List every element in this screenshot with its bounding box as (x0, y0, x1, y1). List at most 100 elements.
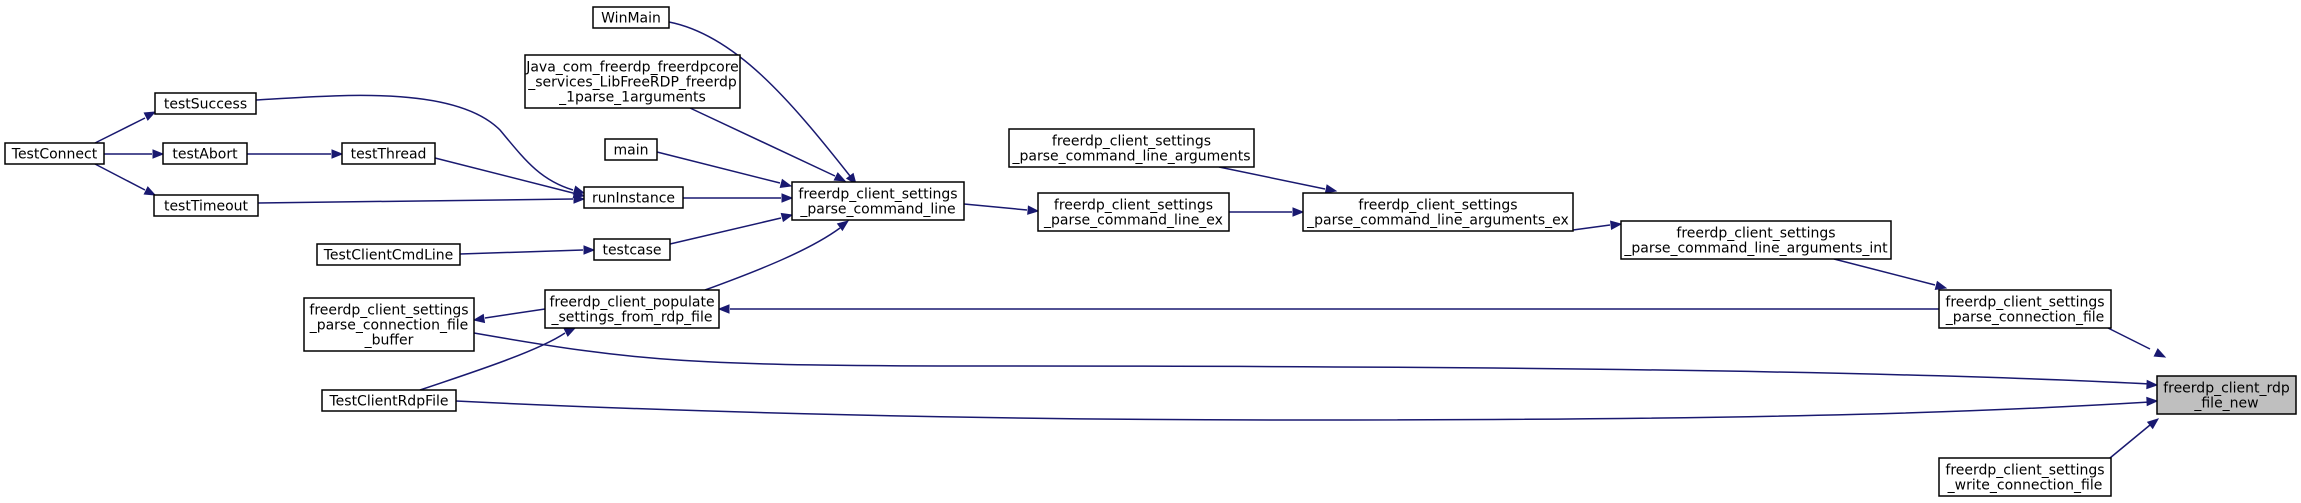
nodes-layer: freerdp_client_rdp_file_newfreerdp_clien… (4, 6, 2297, 497)
node-populate[interactable]: freerdp_client_populate_settings_from_rd… (544, 289, 720, 329)
node-focus[interactable]: freerdp_client_rdp_file_new (2156, 375, 2297, 415)
node-box (154, 92, 257, 115)
node-Java[interactable]: Java_com_freerdp_freerdpcore_services_Li… (524, 54, 741, 109)
arrowhead (781, 193, 794, 203)
node-label: TestClientCmdLine (323, 248, 454, 264)
node-label: freerdp_client_settings (309, 303, 468, 319)
edge-parse_cl_ex-to-parse_cla_ex (1229, 207, 1305, 217)
arrowhead (1027, 205, 1040, 215)
node-label: _parse_command_line (799, 202, 955, 218)
arrowhead (1610, 220, 1623, 230)
node-label: _services_LibFreeRDP_freerdp (527, 75, 737, 91)
node-box (593, 238, 671, 261)
edge-line (656, 151, 781, 184)
node-box (1620, 220, 1892, 260)
node-parse_cla[interactable]: freerdp_client_settings_parse_command_li… (1008, 128, 1255, 168)
node-testTimeout[interactable]: testTimeout (153, 194, 259, 217)
node-box (791, 181, 965, 221)
edge-testcase-to-parse_cl (669, 212, 794, 245)
node-box (544, 289, 720, 329)
node-TestClientCmdLine[interactable]: TestClientCmdLine (316, 243, 461, 266)
arrowhead (2146, 379, 2159, 390)
node-box (303, 297, 475, 352)
node-box (583, 186, 684, 209)
node-runInstance[interactable]: runInstance (583, 186, 684, 209)
node-main[interactable]: main (604, 138, 658, 161)
node-TestConnect[interactable]: TestConnect (4, 142, 105, 165)
node-label: testAbort (172, 147, 238, 163)
node-label: freerdp_client_settings (1054, 198, 1213, 214)
node-box (1938, 289, 2112, 329)
edge-line (1833, 258, 1936, 286)
arrowhead (780, 212, 794, 223)
node-testAbort[interactable]: testAbort (162, 142, 248, 165)
node-label: _file_new (2193, 396, 2258, 412)
node-label: TestConnect (11, 147, 98, 163)
node-box (341, 142, 436, 165)
edge-line (459, 249, 584, 255)
node-label: _parse_command_line_arguments_int (1623, 241, 1888, 257)
edge-line (963, 203, 1028, 211)
node-label: freerdp_client_settings (1358, 198, 1517, 214)
node-box (592, 6, 670, 29)
edge-parse_cla_int-to-parse_connection_file (1833, 258, 1948, 290)
arrowhead (472, 313, 486, 324)
node-label: freerdp_client_settings (798, 187, 957, 203)
node-label: freerdp_client_settings (1945, 295, 2104, 311)
node-box (604, 138, 658, 161)
arrowhead (833, 172, 847, 182)
node-box (1938, 457, 2112, 497)
edge-line (94, 117, 146, 144)
edge-line (2107, 327, 2151, 350)
node-label: testThread (351, 147, 427, 163)
node-label: Java_com_freerdp_freerdpcore (525, 60, 739, 76)
arrowhead (1934, 280, 1948, 290)
arrowhead (143, 186, 157, 196)
edge-testAbort-to-testThread (247, 149, 344, 159)
edge-TestConnect-to-testTimeout (94, 163, 157, 196)
node-TestClientRdpFile[interactable]: TestClientRdpFile (321, 389, 457, 412)
edge-parse_cla-to-parse_cla_ex (1218, 166, 1338, 194)
node-label: WinMain (601, 11, 661, 27)
edge-line (1572, 224, 1611, 231)
edge-populate-to-parse_connection_file_buffer (472, 308, 546, 324)
node-label: testTimeout (164, 199, 249, 215)
edge-line (689, 107, 836, 177)
node-label: runInstance (592, 191, 675, 207)
node-WinMain[interactable]: WinMain (592, 6, 670, 29)
edge-TestClientCmdLine-to-testcase (459, 245, 596, 255)
edge-line (255, 94, 574, 191)
node-box (2156, 375, 2297, 415)
node-testSuccess[interactable]: testSuccess (154, 92, 257, 115)
node-label: TestClientRdpFile (328, 394, 448, 410)
arrowhead (1292, 207, 1305, 217)
node-label: freerdp_client_rdp (2163, 381, 2290, 397)
arrowhead (717, 304, 730, 314)
edge-line (2109, 424, 2151, 459)
node-parse_cl[interactable]: freerdp_client_settings_parse_command_li… (791, 181, 965, 221)
node-write_connection_file[interactable]: freerdp_client_settings_write_connection… (1938, 457, 2112, 497)
node-label: _1parse_1arguments (558, 90, 706, 106)
node-parse_cla_int[interactable]: freerdp_client_settings_parse_command_li… (1620, 220, 1892, 260)
edge-parse_cl-to-parse_cl_ex (963, 203, 1040, 215)
node-label: _parse_connection_file (309, 318, 469, 334)
node-label: freerdp_client_populate (549, 295, 714, 311)
edge-parse_connection_file_buffer-to-focus (473, 332, 2159, 390)
node-parse_connection_file[interactable]: freerdp_client_settings_parse_connection… (1938, 289, 2112, 329)
node-parse_connection_file_buffer[interactable]: freerdp_client_settings_parse_connection… (303, 297, 475, 352)
node-box (1302, 192, 1574, 232)
edge-line (257, 198, 574, 204)
node-parse_cl_ex[interactable]: freerdp_client_settings_parse_command_li… (1037, 192, 1230, 232)
edge-line (1218, 166, 1326, 190)
node-testcase[interactable]: testcase (593, 238, 671, 261)
edge-TestConnect-to-testSuccess (94, 111, 157, 144)
edge-line (484, 308, 546, 319)
node-box (162, 142, 248, 165)
edge-populate-to-parse_cl (704, 220, 850, 291)
edge-parse_connection_file-to-populate (717, 304, 1939, 314)
node-parse_cla_ex[interactable]: freerdp_client_settings_parse_command_li… (1302, 192, 1574, 232)
node-testThread[interactable]: testThread (341, 142, 436, 165)
arrowhead (573, 194, 586, 204)
edge-line (419, 332, 566, 391)
